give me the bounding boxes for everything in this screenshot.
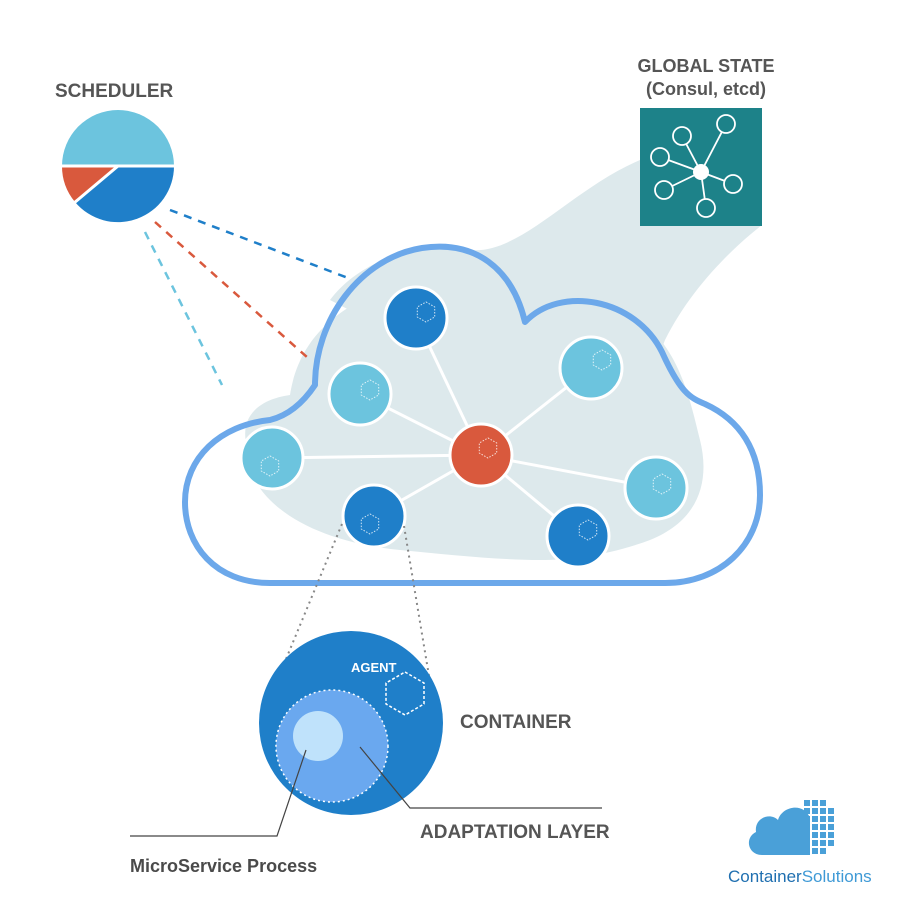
scheduler-label: SCHEDULER	[55, 81, 174, 102]
container-detail: AGENT	[259, 631, 443, 815]
service-node-left-upper	[327, 361, 393, 427]
container-solutions-logo: ContainerSolutions	[728, 800, 872, 886]
logo-wordmark: ContainerSolutions	[728, 867, 872, 886]
service-node-right	[623, 455, 689, 521]
agent-label: AGENT	[351, 660, 397, 675]
microservice-process-label: MicroService Process	[130, 856, 317, 876]
logo-grid-icon	[804, 800, 834, 854]
container-label: CONTAINER	[460, 712, 572, 733]
service-node-top	[383, 285, 449, 351]
leader-lines	[130, 746, 602, 837]
service-node-bottom-left	[341, 483, 407, 549]
service-node-upper-right	[558, 335, 624, 401]
service-node-left	[239, 425, 305, 491]
scheduler-connectors	[143, 208, 349, 386]
agent-hex-icon	[385, 671, 425, 716]
service-node-bottom-right	[545, 503, 611, 569]
cloud-outline	[182, 243, 763, 586]
adaptation-layer-label: ADAPTATION LAYER	[420, 822, 610, 843]
pie-slice-light	[62, 110, 174, 166]
service-node-center	[448, 422, 514, 488]
global-state-subtitle: (Consul, etcd)	[646, 79, 766, 99]
microservice-process-circle	[293, 711, 343, 761]
pie-slice-orange	[61, 166, 118, 202]
global-state-title: GLOBAL STATE	[638, 56, 775, 76]
zoom-lines	[273, 523, 435, 707]
pie-slice-dark	[75, 166, 175, 223]
network-icon	[650, 114, 743, 218]
scheduler-pie	[60, 110, 176, 223]
logo-cloud-icon	[748, 807, 810, 855]
